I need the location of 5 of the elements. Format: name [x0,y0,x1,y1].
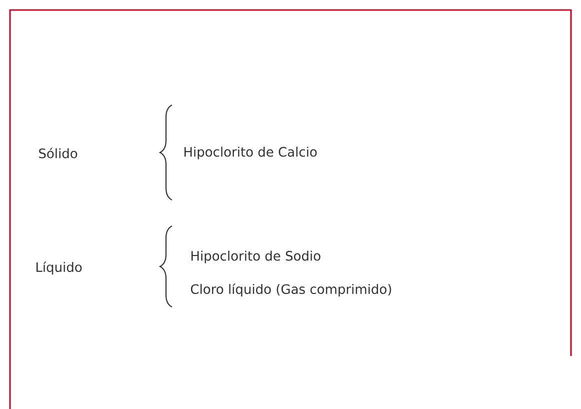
label: Hipoclorito de Sodio [191,250,320,264]
label: Sólido [39,148,78,158]
label: Líquido [36,261,82,275]
label: Cloro líquido (Gas comprimido) [190,283,392,297]
label: Hipoclorito de Calcio [184,146,317,160]
